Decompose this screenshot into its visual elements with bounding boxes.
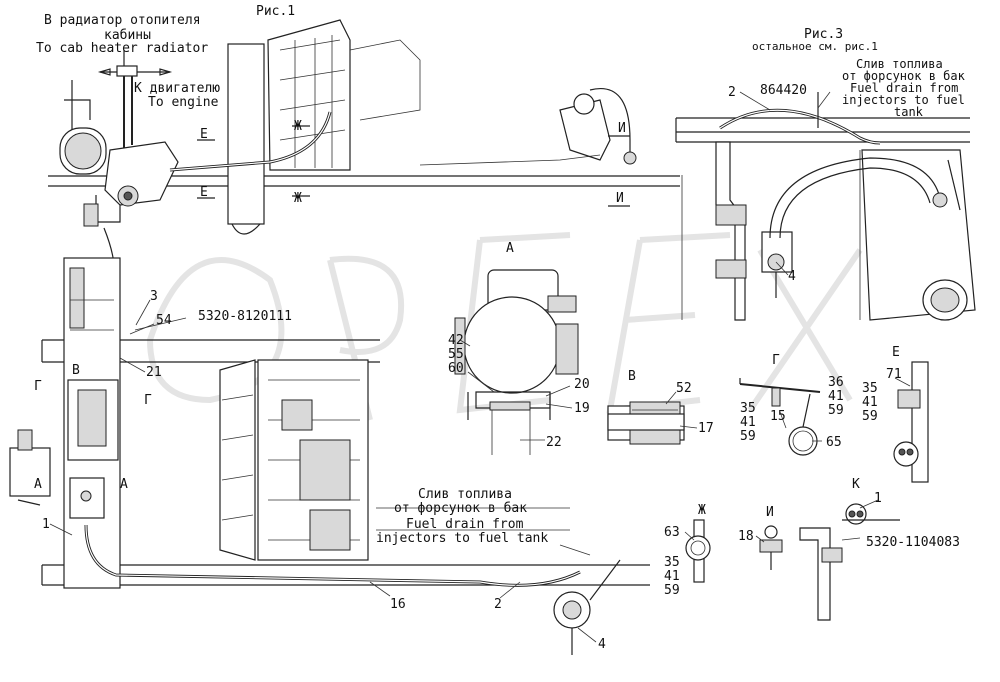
callout-19: 19	[574, 401, 590, 416]
section-E-mark-bottom: Е	[200, 185, 208, 200]
section-K-title: К	[852, 477, 860, 492]
detail-V	[607, 401, 685, 445]
drain-label-ru-1: Слив топлива	[856, 57, 943, 71]
section-V-mark: В	[72, 363, 80, 378]
callout-55: 55	[448, 347, 464, 362]
callout-36: 36	[828, 375, 844, 390]
drain2-label-en-2: injectors to fuel tank	[376, 531, 548, 546]
fig1-title: Рис.1	[256, 4, 295, 19]
callout-63: 63	[664, 525, 680, 540]
drain2-label-en-1: Fuel drain from	[406, 517, 524, 532]
heater-label-ru-2: кабины	[104, 28, 151, 43]
callout-41-Zh: 41	[664, 569, 680, 584]
section-A-mark-right: А	[120, 477, 128, 492]
callout-35-Zh: 35	[664, 555, 680, 570]
callout-4-top: 4	[788, 269, 796, 284]
callout-18: 18	[738, 529, 754, 544]
engine-label-en: To engine	[148, 95, 219, 110]
callout-35-E: 35	[862, 381, 878, 396]
callout-35-G: 35	[740, 401, 756, 416]
callout-60: 60	[448, 361, 464, 376]
callout-20: 20	[574, 377, 590, 392]
drain-label-en-1: Fuel drain from	[850, 81, 958, 95]
drain2-label-ru-1: Слив топлива	[418, 487, 512, 502]
drain-label-en-2: injectors to fuel	[842, 93, 965, 107]
view-fig3	[675, 92, 976, 321]
detail-K	[799, 503, 900, 621]
detail-E	[893, 361, 929, 483]
callout-22: 22	[546, 435, 562, 450]
section-G-mark-right: Г	[144, 393, 152, 408]
callout-17: 17	[698, 421, 714, 436]
section-I-mark-top: И	[618, 121, 626, 136]
callout-59-Zh: 59	[664, 583, 680, 598]
callout-41-E: 41	[862, 395, 878, 410]
section-E-title: Е	[892, 345, 900, 360]
heater-label-ru-1: В радиатор отопителя	[44, 13, 201, 28]
callout-65: 65	[826, 435, 842, 450]
section-G-title: Г	[772, 353, 780, 368]
callout-2-main: 2	[494, 597, 502, 612]
callout-59-E: 59	[862, 409, 878, 424]
section-Zh-mark-top: Ж	[294, 119, 302, 134]
section-E-mark-top: Е	[200, 127, 208, 142]
callout-21: 21	[146, 365, 162, 380]
detail-Zh	[685, 519, 711, 583]
callout-71: 71	[886, 367, 902, 382]
detail-A	[454, 269, 579, 455]
callout-54: 54	[156, 313, 172, 328]
heater-label-en: To cab heater radiator	[36, 41, 208, 56]
fig3-title: Рис.3	[804, 27, 843, 42]
view-main-bottom	[9, 257, 650, 655]
callout-59-G2: 59	[828, 403, 844, 418]
leader-lines	[49, 91, 911, 643]
part-5320-8120111: 5320-8120111	[198, 309, 292, 324]
callout-41-G2: 41	[828, 389, 844, 404]
callout-59-G: 59	[740, 429, 756, 444]
section-V-title: В	[628, 369, 636, 384]
part-5320-1104083: 5320-1104083	[866, 535, 960, 550]
drain-label-en-3: tank	[894, 105, 924, 119]
callout-2-top: 2	[728, 85, 736, 100]
section-Zh-title: Ж	[698, 503, 706, 518]
section-Zh-mark-bottom: Ж	[294, 191, 302, 206]
section-G-mark-left: Г	[34, 379, 42, 394]
section-A-mark-left: А	[34, 477, 42, 492]
drain2-label-ru-2: от форсунок в бак	[394, 501, 527, 516]
fig3-note: остальное см. рис.1	[752, 40, 878, 53]
callout-3: 3	[150, 289, 158, 304]
part-864420: 864420	[760, 83, 807, 98]
callout-41-G: 41	[740, 415, 756, 430]
callout-15: 15	[770, 409, 786, 424]
callout-4-main: 4	[598, 637, 606, 652]
callout-42: 42	[448, 333, 464, 348]
engine-label-ru: К двигателю	[134, 81, 220, 96]
drain-label-ru-2: от форсунок в бак	[842, 69, 966, 83]
callout-1-main: 1	[42, 517, 50, 532]
detail-I	[759, 525, 783, 570]
view-fig1-top	[48, 19, 680, 269]
section-I-title: И	[766, 505, 774, 520]
callout-1-K: 1	[874, 491, 882, 506]
detail-G	[739, 378, 821, 456]
callout-16: 16	[390, 597, 406, 612]
callout-52: 52	[676, 381, 692, 396]
section-A-title: А	[506, 241, 514, 256]
section-I-mark-bottom: И	[616, 191, 624, 206]
